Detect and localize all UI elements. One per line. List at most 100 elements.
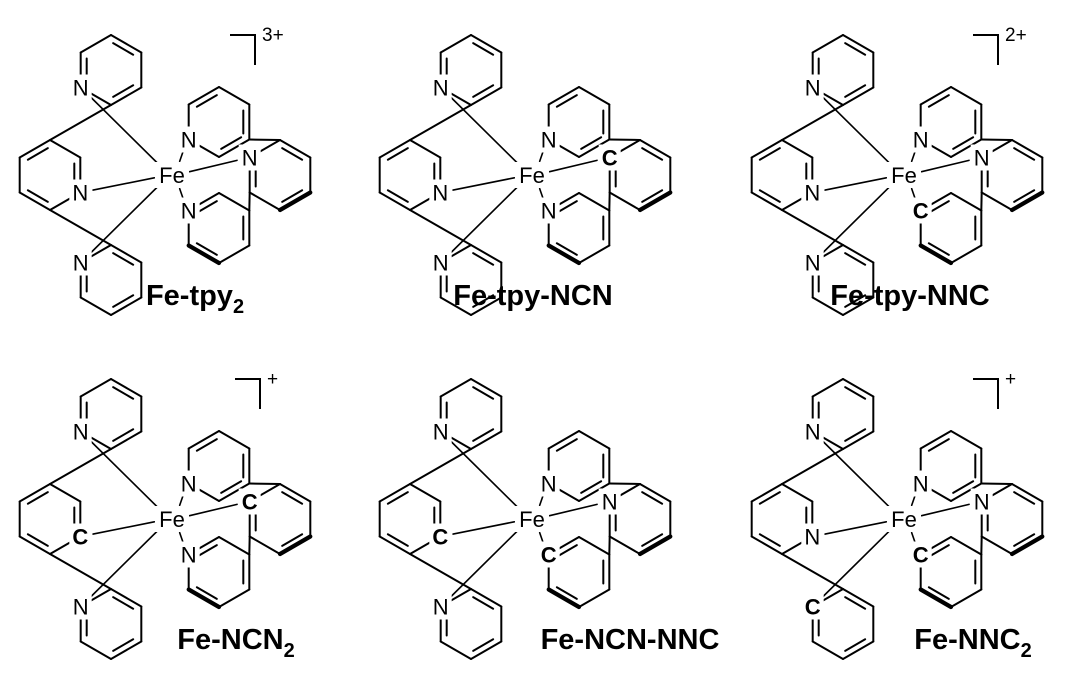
ring-bond xyxy=(219,590,249,608)
inter-ring-bond xyxy=(50,210,111,245)
double-bond-inner xyxy=(845,387,865,399)
donor-atom-r-bottom: C xyxy=(541,543,557,568)
coordination-bond xyxy=(450,185,519,253)
metal-atom: Fe xyxy=(159,163,185,188)
charge-label: + xyxy=(1005,369,1016,390)
double-bond-inner xyxy=(388,190,408,202)
double-bond-inner xyxy=(113,43,133,55)
coordination-bond xyxy=(912,533,916,543)
ring-bond xyxy=(219,431,249,449)
coordination-bond xyxy=(180,533,184,543)
double-bond-inner xyxy=(929,439,949,451)
double-bond-inner xyxy=(557,545,577,557)
double-bond-inner xyxy=(557,95,577,107)
donor-atom-l-bottom: N xyxy=(433,595,449,620)
ring-bond xyxy=(610,537,640,555)
compound-name-main: Fe-tpy-NNC xyxy=(830,280,990,312)
donor-atom-l-top: N xyxy=(433,76,449,101)
double-bond-inner xyxy=(282,148,302,160)
double-bond-inner xyxy=(953,137,973,149)
ring-bond xyxy=(951,537,981,555)
donor-atom-r-center: N xyxy=(974,146,990,171)
double-bond-inner xyxy=(845,85,865,97)
ring-bond xyxy=(982,537,1012,555)
double-bond-inner xyxy=(473,639,493,651)
donor-atom-r-center: N xyxy=(242,146,258,171)
coordination-bond xyxy=(450,96,519,164)
double-bond-inner xyxy=(473,85,493,97)
double-bond-inner xyxy=(113,295,133,307)
charge-bracket: + xyxy=(973,369,1016,409)
charge-label: 3+ xyxy=(262,25,284,46)
compound-name-subscript: 2 xyxy=(233,296,244,318)
double-bond-inner xyxy=(760,190,780,202)
ring-bond xyxy=(410,140,440,158)
donor-atom-r-center: C xyxy=(602,146,618,171)
double-bond-inner xyxy=(113,639,133,651)
coordination-bond xyxy=(822,529,891,597)
double-bond-inner xyxy=(28,190,48,202)
inter-ring-bond xyxy=(50,449,111,484)
compound-name-main: Fe-tpy-NCN xyxy=(453,280,613,312)
inter-ring-bond xyxy=(410,105,471,140)
donor-atom-r-center: N xyxy=(602,490,618,515)
metal-atom: Fe xyxy=(891,163,917,188)
compound-name: Fe-tpy-NNC xyxy=(830,280,990,312)
coordination-bond xyxy=(922,160,969,171)
coordination-bond xyxy=(450,440,519,508)
donor-atom-l-top: N xyxy=(805,420,821,445)
coordination-bond xyxy=(550,504,597,515)
compound-name: Fe-NCN2 xyxy=(177,624,294,662)
double-bond-inner xyxy=(642,148,662,160)
coordination-bond xyxy=(453,178,514,190)
donor-atom-l-bottom: N xyxy=(433,251,449,276)
ring-bond xyxy=(579,431,609,449)
compound-name-main: Fe-NCN xyxy=(177,624,283,656)
inter-ring-bond xyxy=(782,210,843,245)
ring-bond xyxy=(441,379,471,397)
double-bond-inner xyxy=(953,481,973,493)
metal-atom: Fe xyxy=(519,507,545,532)
coordination-bond xyxy=(90,529,159,597)
ring-bond xyxy=(813,642,843,660)
ring-bond xyxy=(219,537,249,555)
double-bond-inner xyxy=(929,201,949,213)
donor-atom-l-center: N xyxy=(804,525,820,550)
double-bond-inner xyxy=(28,492,48,504)
coordination-bond xyxy=(540,533,544,543)
metal-atom: Fe xyxy=(891,507,917,532)
charge-bracket: 3+ xyxy=(230,25,284,65)
double-bond-inner xyxy=(581,481,601,493)
double-bond-inner xyxy=(473,387,493,399)
donor-atom-r-bottom: N xyxy=(181,543,197,568)
coordination-bond xyxy=(822,185,891,253)
double-bond-inner xyxy=(845,639,865,651)
inter-ring-bond xyxy=(249,140,280,141)
double-bond-inner xyxy=(760,148,780,160)
double-bond-inner xyxy=(388,492,408,504)
coordination-bond xyxy=(825,178,886,190)
bracket-line xyxy=(973,379,998,409)
charge-label: 2+ xyxy=(1005,25,1027,46)
ring-bond xyxy=(951,193,981,211)
complex-3: NNNNNCFe2+Fe-tpy-NNC xyxy=(752,25,1091,315)
coordination-bond xyxy=(93,178,154,190)
donor-atom-r-bottom: C xyxy=(913,543,929,568)
inter-ring-bond xyxy=(410,554,471,589)
double-bond-inner xyxy=(388,534,408,546)
coordination-bond xyxy=(190,504,237,515)
ring-bond xyxy=(81,35,111,53)
compound-name-main: Fe-NNC xyxy=(914,624,1020,656)
double-bond-inner xyxy=(581,137,601,149)
inter-ring-bond xyxy=(782,449,843,484)
double-bond-inner xyxy=(557,201,577,213)
double-bond-inner xyxy=(197,545,217,557)
coordination-bond xyxy=(912,189,916,199)
inter-ring-bond xyxy=(50,554,111,589)
coordination-bond xyxy=(180,495,184,505)
double-bond-inner xyxy=(282,492,302,504)
compound-name: Fe-tpy2 xyxy=(146,280,244,318)
donor-atom-r-center: C xyxy=(242,490,258,515)
charge-bracket: 2+ xyxy=(973,25,1027,65)
